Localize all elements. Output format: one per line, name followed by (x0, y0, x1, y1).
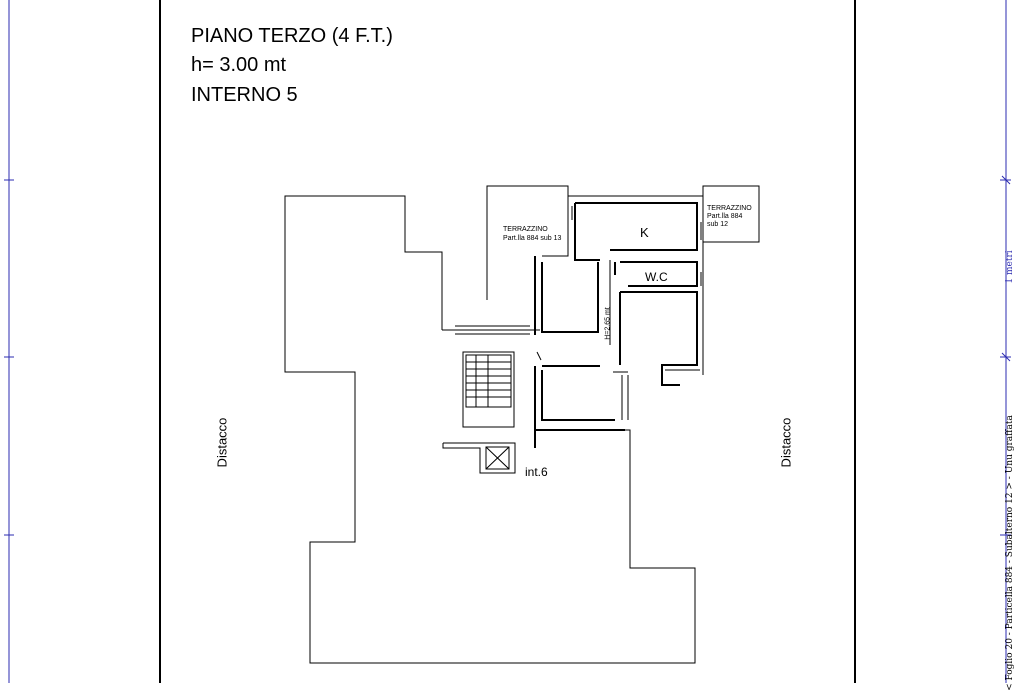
terrace-right-sub: sub 12 (707, 221, 729, 228)
unit-number: INTERNO 5 (191, 84, 298, 106)
terrace-right-title: TERRAZZINO (707, 205, 752, 212)
terrace-left (486, 185, 569, 300)
left-margin-ruler (4, 0, 14, 683)
wc-label: W.C (645, 270, 668, 284)
right-margin-ruler (1000, 0, 1011, 683)
ceiling-height: h= 3.00 mt (191, 54, 287, 76)
floor-title: PIANO TERZO (4 F.T.) (191, 25, 393, 47)
terrace-right-ref: Part.lla 884 (707, 213, 743, 220)
neighbor-unit-label: int.6 (525, 465, 548, 479)
distacco-left-label: Distacco (214, 417, 230, 468)
building-outline (284, 195, 696, 664)
cadastral-reference: < Foglio 20 - Particella 884 - Subaltern… (1005, 415, 1015, 691)
apartment-walls (534, 195, 704, 448)
kitchen-label: K (640, 225, 649, 240)
openings (455, 206, 702, 371)
distacco-right-label: Distacco (778, 417, 794, 468)
scale-label: 1 metri (1005, 250, 1015, 284)
stairwell (442, 351, 516, 474)
terrace-left-ref: Part.lla 884 sub 13 (503, 235, 562, 242)
terrace-left-label: TERRAZZINO Part.lla 884 sub 13 (503, 225, 561, 243)
terrace-left-title: TERRAZZINO (503, 226, 548, 233)
sheet-frame (159, 0, 856, 683)
height-note: H=2.65 mt (604, 307, 612, 340)
terrace-right-label: TERRAZZINO Part.lla 884 sub 12 (707, 205, 752, 229)
